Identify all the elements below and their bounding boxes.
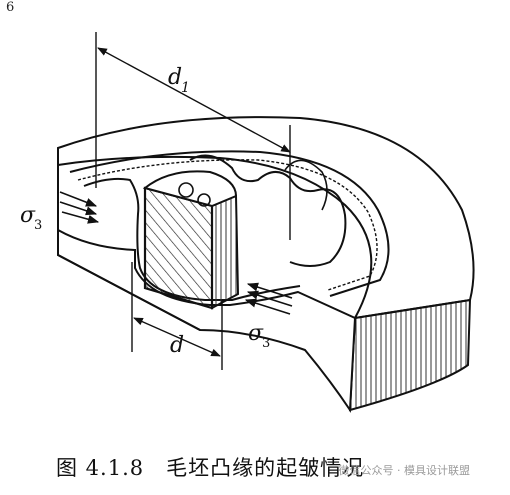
sigma-right-label: σ [248,321,264,346]
blank-flange [69,150,390,297]
d-dimension-line [133,317,221,357]
flange-wrinkles [189,154,347,267]
punch-side-face [211,194,240,310]
d1-dimension-line [97,47,291,153]
corner-mark: 6 [6,0,15,15]
watermark: 微信公众号 · 模具设计联盟 [338,464,471,477]
sigma-left-subscript: 3 [34,218,42,233]
sigma-left-label: σ [20,203,36,228]
die-outer-face [348,298,472,412]
d1-label: d [168,65,182,90]
caption-title: 毛坯凸缘的起皱情况 [166,456,365,480]
stress-arrows-right [244,282,293,315]
d-label: d [170,333,184,358]
sigma-right-subscript: 3 [262,336,270,351]
d1-subscript: 1 [181,80,190,96]
punch-top-face [142,170,238,208]
punch-top-wrinkle [178,182,194,198]
stress-arrows-left [59,191,100,224]
figure-caption: 图 4.1.8 毛坯凸缘的起皱情况 [56,452,476,482]
caption-number: 图 4.1.8 [56,456,145,480]
